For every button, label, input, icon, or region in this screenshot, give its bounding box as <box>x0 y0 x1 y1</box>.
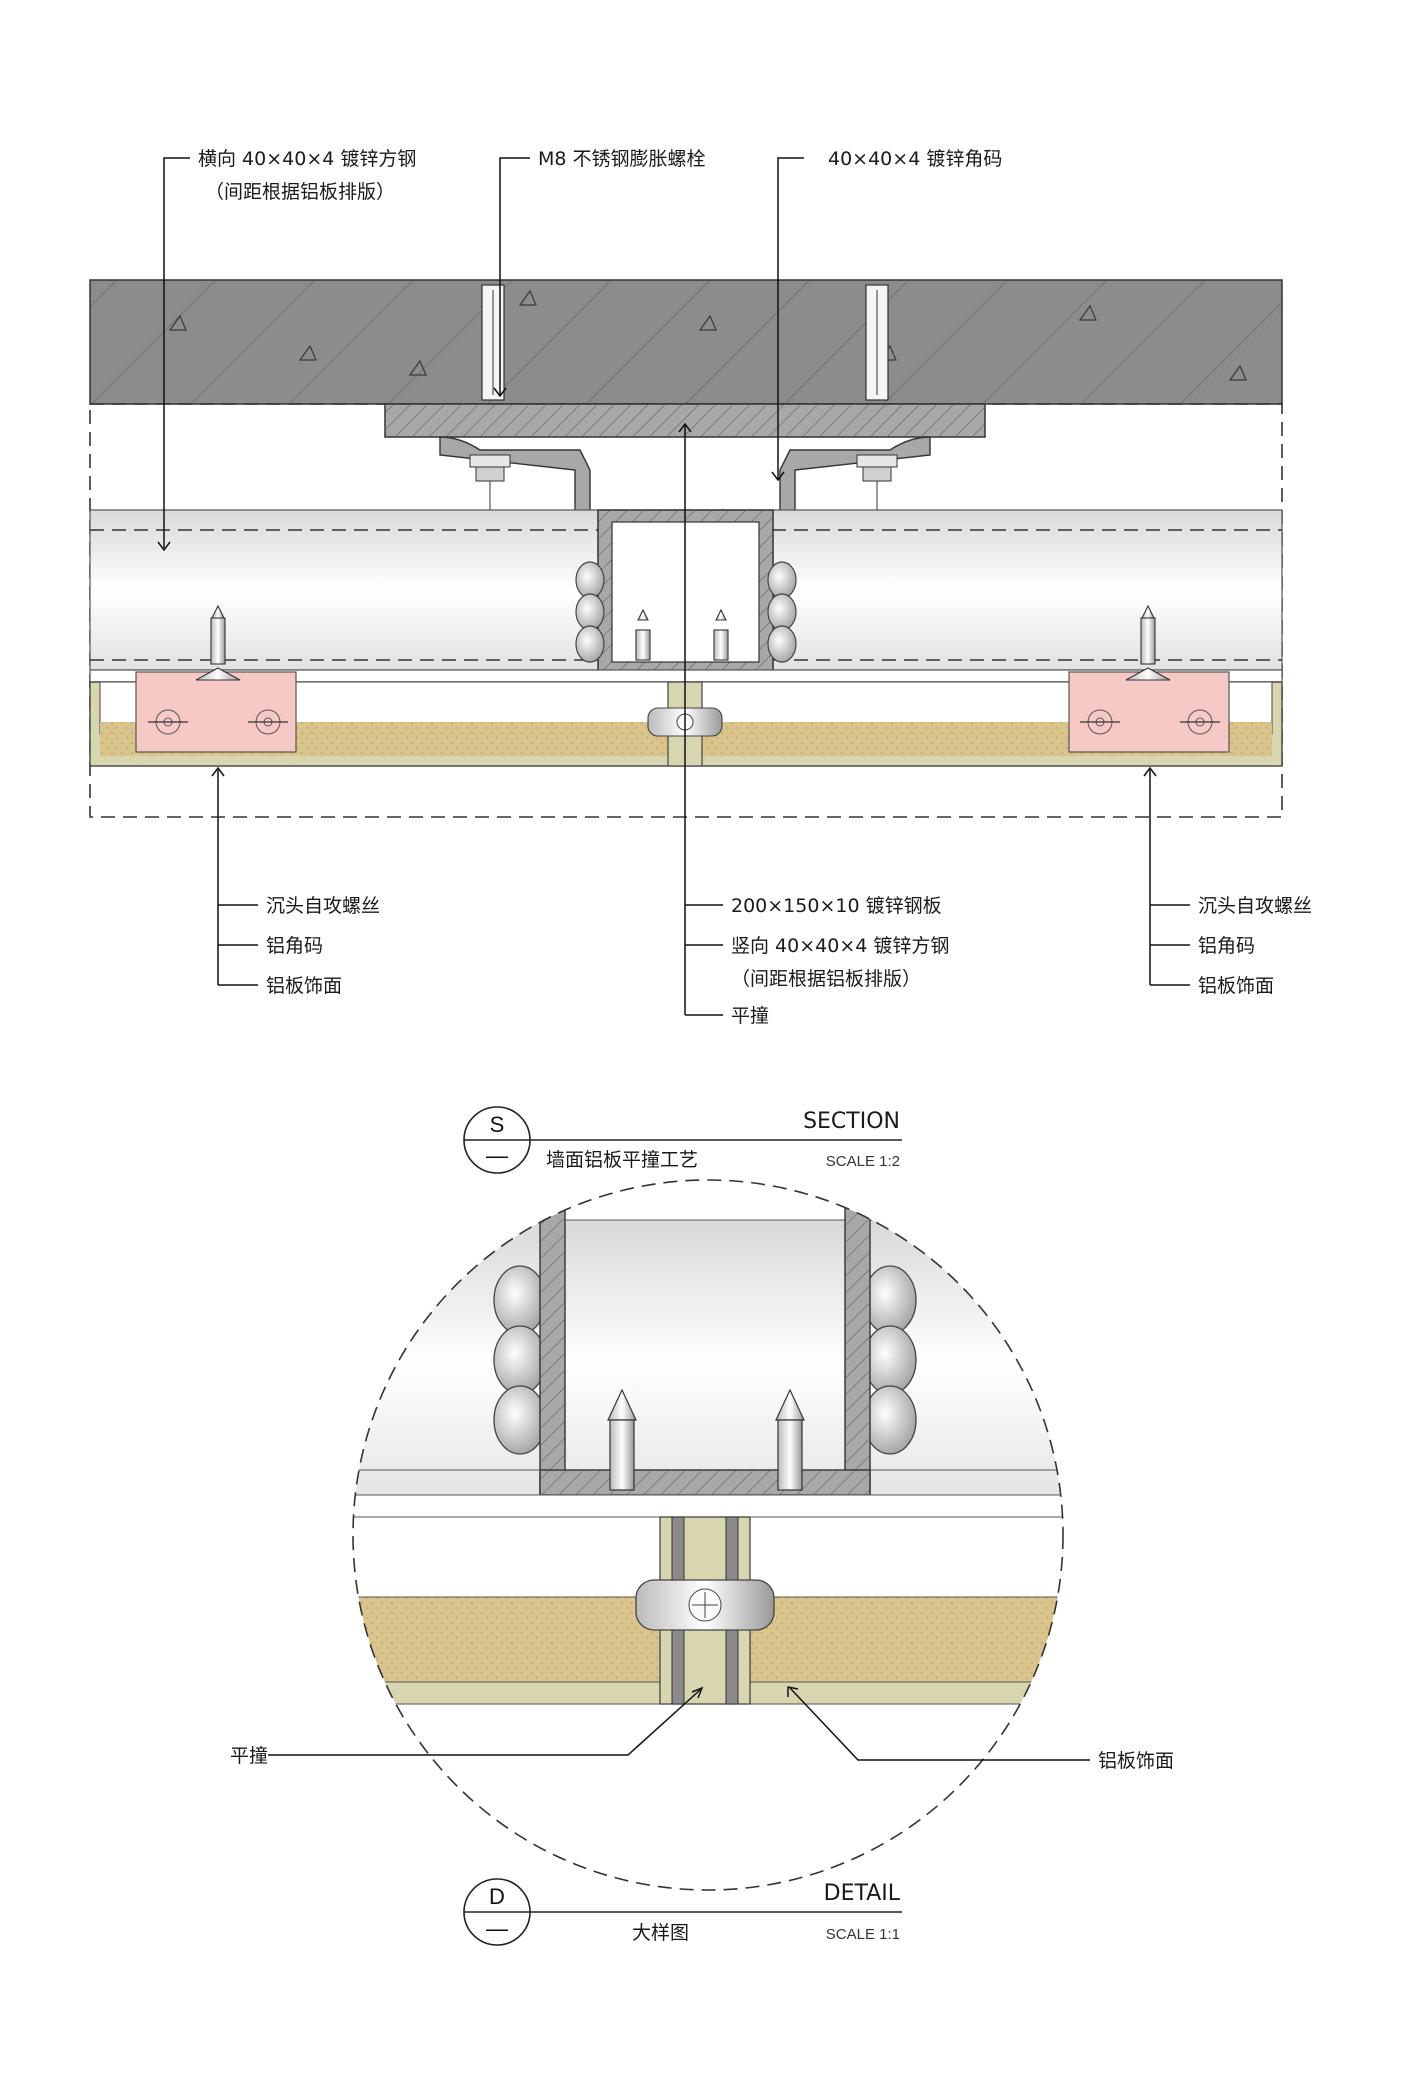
detail-name: 大样图 <box>632 1922 689 1944</box>
section-symbol-sub: — <box>486 1143 508 1168</box>
countersunk-screw-right <box>1125 604 1171 681</box>
label-screw-right: 沉头自攻螺丝 <box>1198 895 1312 917</box>
label-screw-left: 沉头自攻螺丝 <box>266 895 380 917</box>
label-flush-joint: 平撞 <box>731 1005 769 1027</box>
section-drawing: 横向 40×40×4 镀锌方钢 （间距根据铝板排版） M8 不锈钢膨胀螺栓 40… <box>89 148 1312 1027</box>
section-title-block: S — SECTION 墙面铝板平撞工艺 SCALE 1:2 <box>463 1106 902 1174</box>
label-anchor-bolt: M8 不锈钢膨胀螺栓 <box>538 148 706 170</box>
expansion-anchor-left <box>481 284 505 401</box>
aluminum-angle-left <box>135 671 297 753</box>
detail-title-block: D — DETAIL 大样图 SCALE 1:1 <box>463 1878 902 1946</box>
label-horizontal-steel-note: （间距根据铝板排版） <box>205 181 395 203</box>
detail-scale: SCALE 1:1 <box>826 1926 900 1943</box>
section-heading: SECTION <box>803 1109 900 1134</box>
label-angle-code: 40×40×4 镀锌角码 <box>828 148 1002 170</box>
detail-label-flush-joint: 平撞 <box>230 1745 268 1767</box>
detail-drawing: 平撞 铝板饰面 <box>230 1179 1174 1891</box>
section-name: 墙面铝板平撞工艺 <box>546 1149 698 1171</box>
nut-left <box>469 454 511 510</box>
aluminum-angle-right <box>1068 671 1230 753</box>
leaders-top <box>157 157 804 552</box>
label-angle-right: 铝角码 <box>1198 935 1255 957</box>
label-steel-plate: 200×150×10 镀锌钢板 <box>731 895 942 917</box>
leaders-bottom <box>211 422 1190 1016</box>
label-panel-left: 铝板饰面 <box>266 975 342 997</box>
label-panel-right: 铝板饰面 <box>1198 975 1274 997</box>
label-horizontal-steel: 横向 40×40×4 镀锌方钢 <box>198 148 416 170</box>
section-symbol-letter: S <box>490 1112 505 1137</box>
self-drilling-screws-center <box>635 608 729 661</box>
detail-symbol-sub: — <box>486 1916 508 1941</box>
detail-label-panel: 铝板饰面 <box>1098 1750 1174 1772</box>
section-scale: SCALE 1:2 <box>826 1153 900 1170</box>
concrete-wall <box>89 279 1283 405</box>
nut-right <box>856 454 898 510</box>
detail-dashed-circle <box>352 1179 1064 1891</box>
label-vertical-steel: 竖向 40×40×4 镀锌方钢 <box>731 935 949 957</box>
expansion-anchor-right <box>865 284 889 401</box>
detail-heading: DETAIL <box>824 1881 901 1906</box>
detail-symbol-letter: D <box>489 1884 505 1909</box>
weld-coils <box>575 561 797 663</box>
label-angle-left: 铝角码 <box>266 935 323 957</box>
countersunk-screw-left <box>195 604 241 681</box>
label-vertical-steel-note: （间距根据铝板排版） <box>731 968 921 990</box>
